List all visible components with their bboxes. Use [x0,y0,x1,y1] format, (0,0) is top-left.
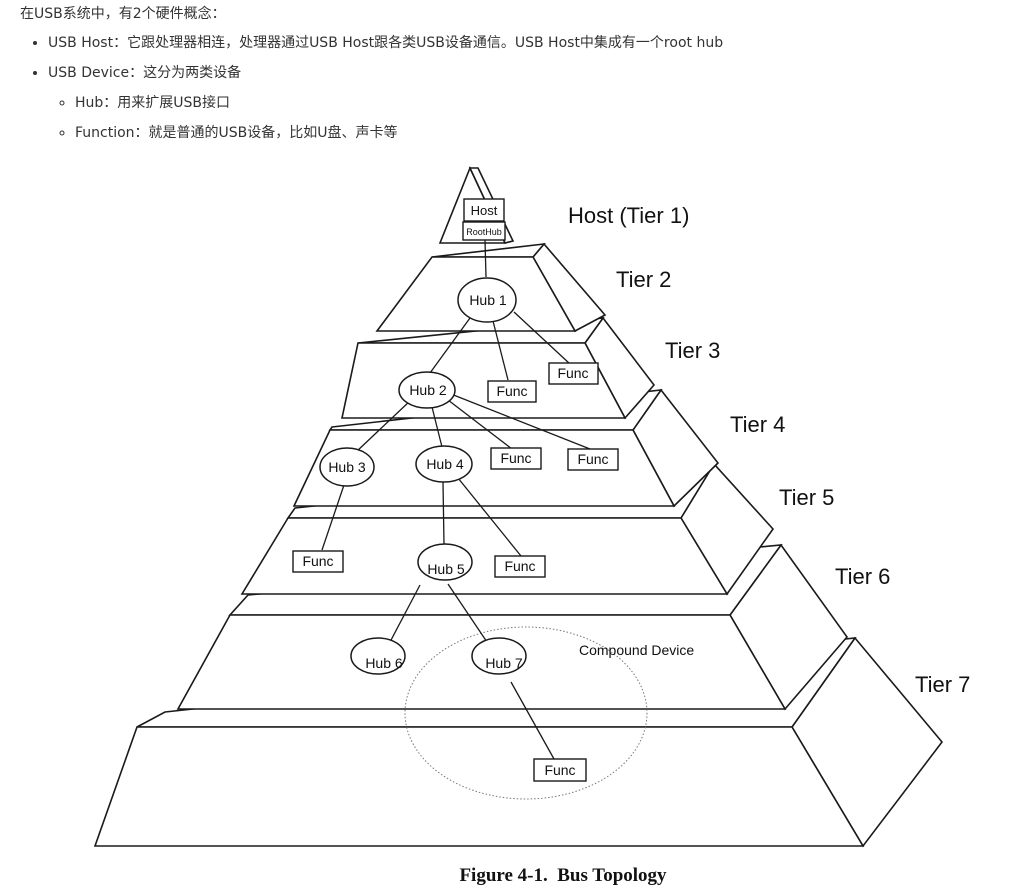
func-label: Func [557,365,588,381]
figure-caption: Figure 4-1. Bus Topology [459,865,667,886]
hub-label: Hub 7 [485,655,523,671]
tier-label-6: Tier 6 [835,564,890,589]
list-item-usb-device: USB Device：这分为两类设备 Hub：用来扩展USB接口 Functio… [48,64,1024,141]
func-label: Func [302,553,333,569]
func-node: Func [490,447,542,470]
func-label: Func [577,451,608,467]
compound-device-outline [404,626,648,800]
hub-3-node: Hub 3 [319,447,375,487]
hub-label: Hub 5 [427,561,465,577]
hub-label: Hub 1 [469,292,507,308]
hub-label: Hub 4 [426,456,464,472]
tier-label-7: Tier 7 [915,672,970,697]
func-node: Func [494,555,546,578]
usb-concepts-list: USB Host：它跟处理器相连，处理器通过USB Host跟各类USB设备通信… [22,34,1024,141]
list-item-function: Function：就是普通的USB设备，比如U盘、声卡等 [75,124,1024,154]
roothub-label: RootHub [466,227,502,237]
compound-device-label: Compound Device [579,642,694,658]
hub-label: Hub 3 [328,459,366,475]
func-node: Func [548,362,599,385]
func-node: Func [533,758,587,782]
list-item-text: Hub：用来扩展USB接口 [75,95,231,111]
func-node: Func [487,380,537,403]
hub-2-node: Hub 2 [398,371,456,409]
hub-label: Hub 2 [409,382,447,398]
list-item-usb-host: USB Host：它跟处理器相连，处理器通过USB Host跟各类USB设备通信… [48,34,1024,64]
host-label: Host [471,203,498,218]
hub-label: Hub 6 [365,655,403,671]
hub-1-node: Hub 1 [457,277,517,323]
func-label: Func [496,383,527,399]
list-item-text: USB Device：这分为两类设备 [48,65,242,81]
hub-5-node: Hub 5 [417,543,473,581]
list-item-hub: Hub：用来扩展USB接口 [75,94,1024,124]
func-node: Func [292,550,344,573]
tier-label-2: Tier 2 [616,267,671,292]
hub-7-node: Hub 7 [471,637,527,675]
func-node: Func [567,448,619,471]
hub-6-node: Hub 6 [350,637,406,675]
func-label: Func [504,558,535,574]
tier-label-5: Tier 5 [779,485,834,510]
intro-text: 在USB系统中，有2个硬件概念： [20,6,226,22]
tier-3-block [341,316,656,420]
tier-label-1: Host (Tier 1) [568,203,689,228]
func-label: Func [500,450,531,466]
list-item-text: USB Host：它跟处理器相连，处理器通过USB Host跟各类USB设备通信… [48,35,724,51]
tier-label-3: Tier 3 [665,338,720,363]
host-box: Host RootHub [462,198,506,241]
list-item-text: Function：就是普通的USB设备，比如U盘、声卡等 [75,125,398,141]
tier-label-4: Tier 4 [730,412,785,437]
hub-4-node: Hub 4 [415,445,473,483]
func-label: Func [544,762,575,778]
connection-lines [321,239,591,760]
device-types-list: Hub：用来扩展USB接口 Function：就是普通的USB设备，比如U盘、声… [48,94,1024,154]
